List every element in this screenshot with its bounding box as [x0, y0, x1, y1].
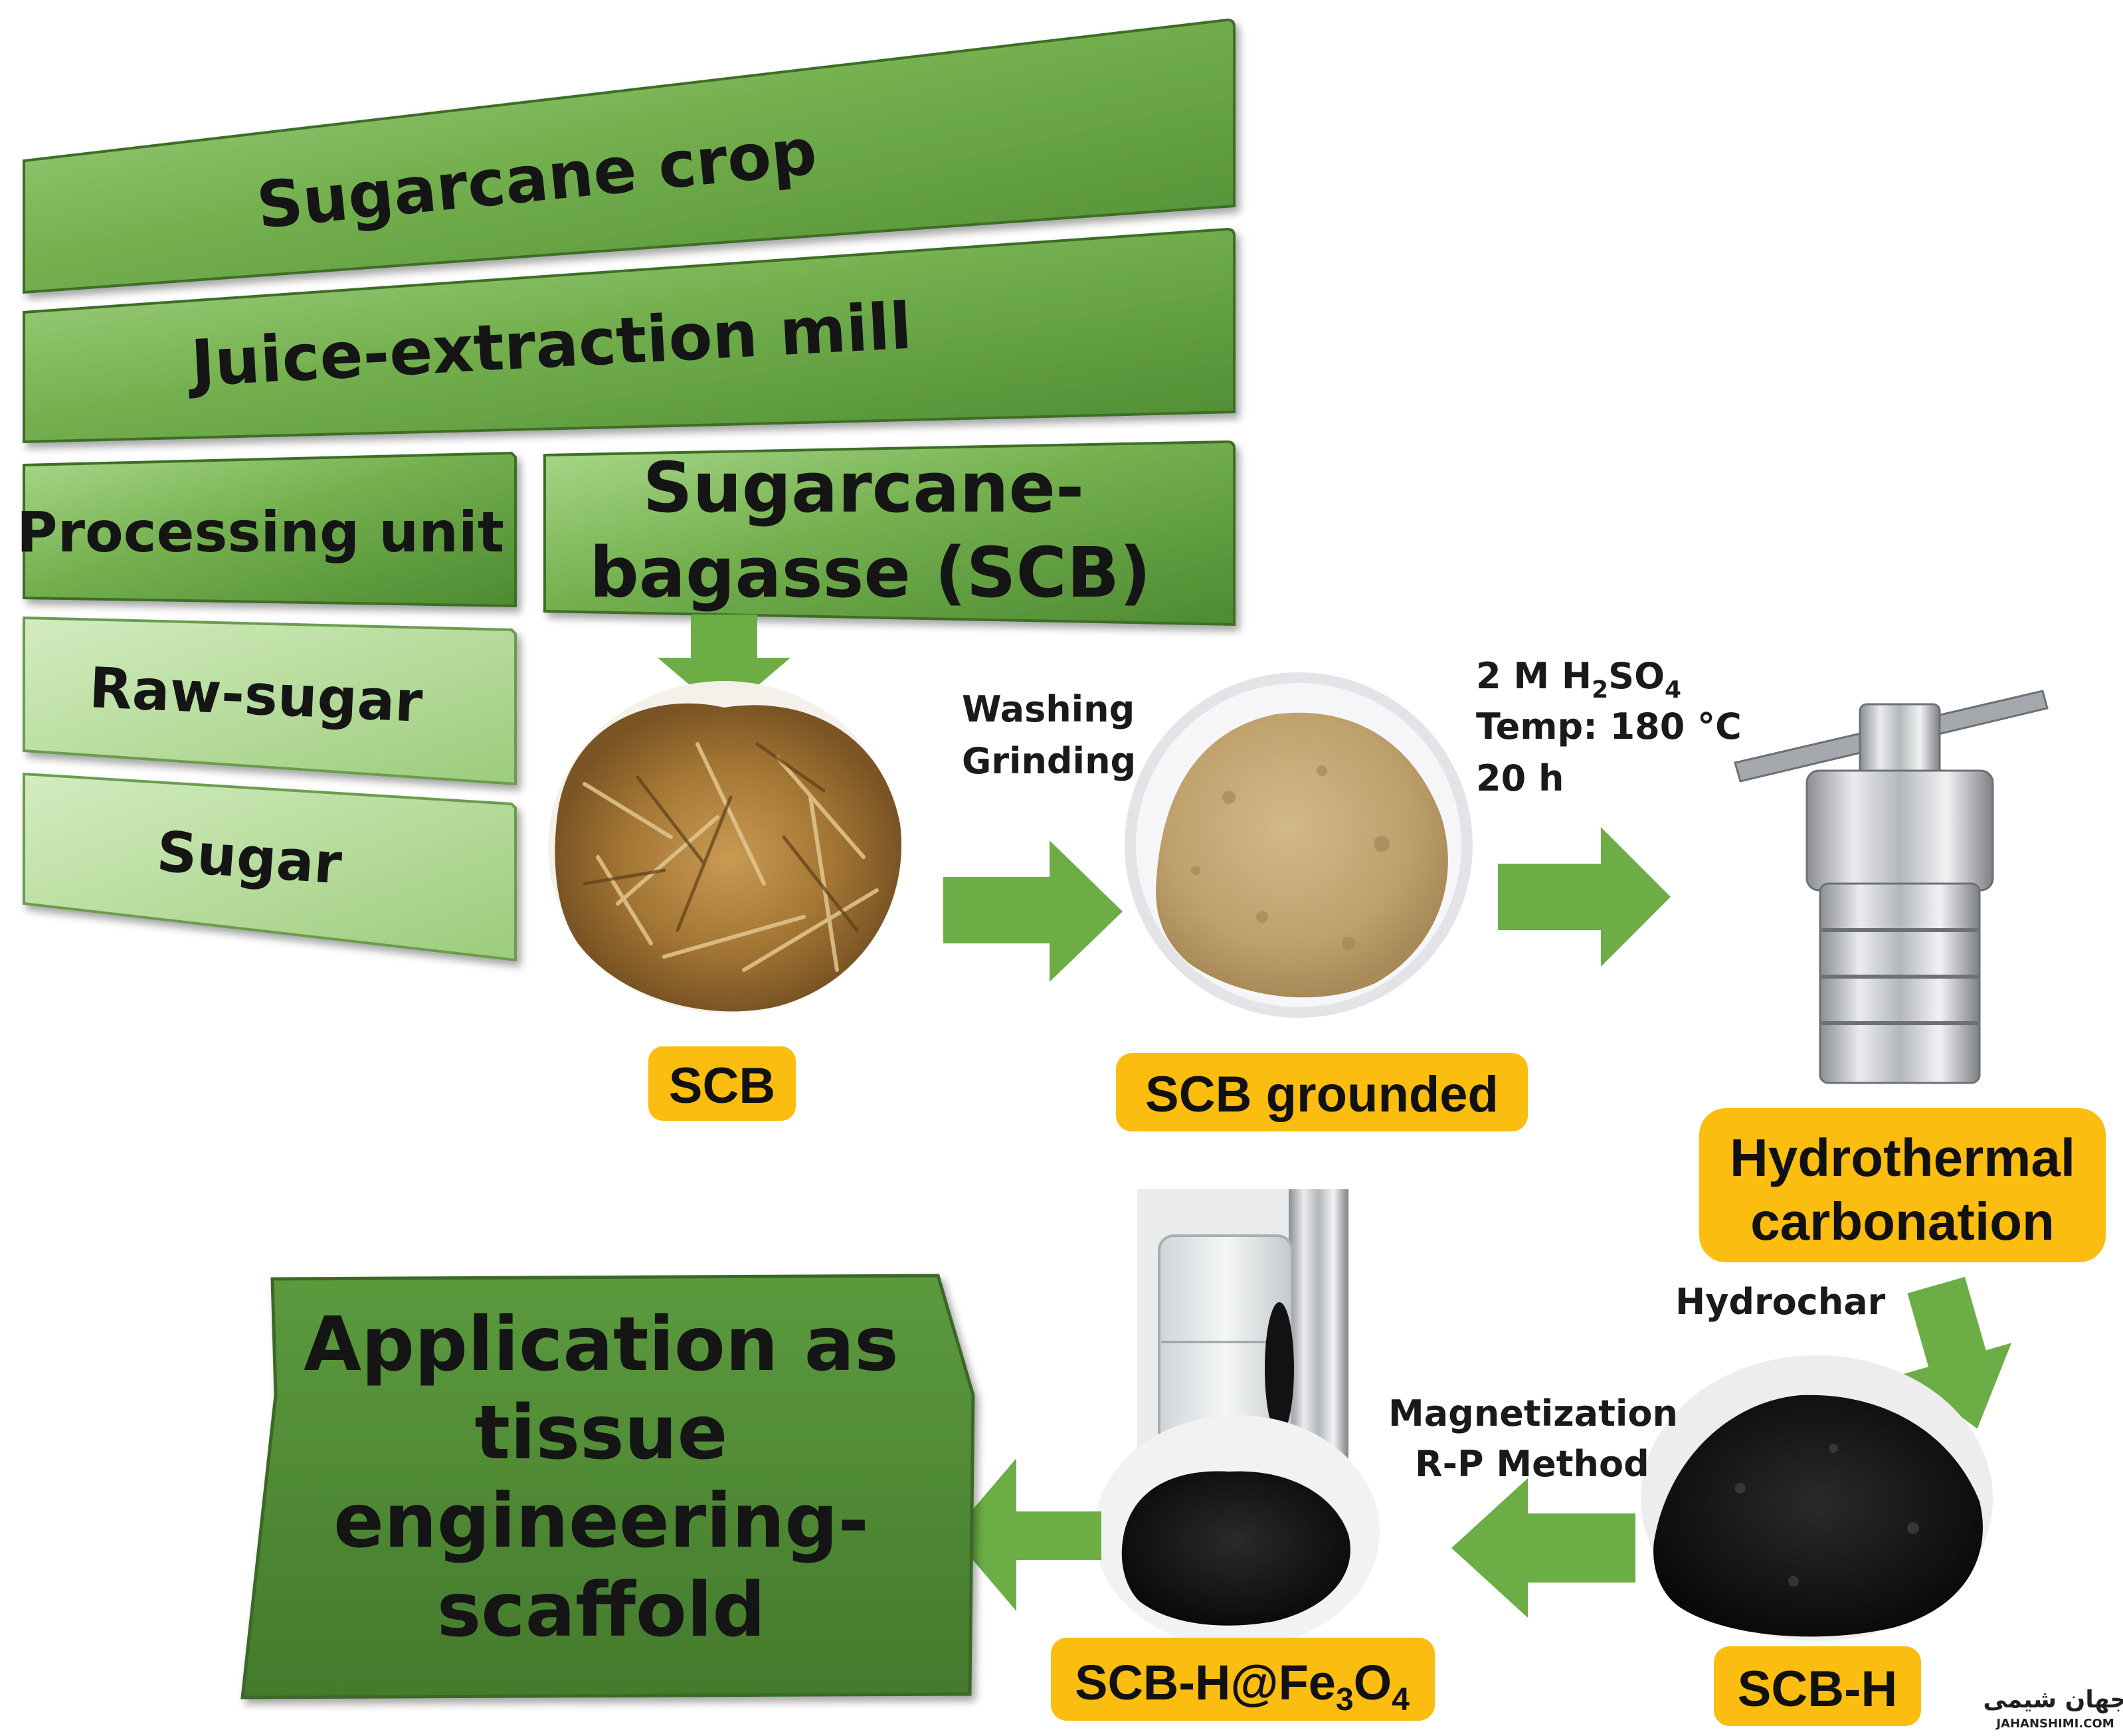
- bar-sugarcane-crop: [23, 18, 1236, 294]
- application-line2: tissue: [475, 1390, 728, 1476]
- bar-text-sugar: Sugar: [155, 819, 344, 896]
- step-rp-method: R-P Method: [1415, 1443, 1649, 1485]
- step-temp: Temp: 180 °C: [1476, 706, 1742, 747]
- arrow-to-autoclave: [1498, 827, 1671, 967]
- watermark-bottom: JAHANSHIMI.COM: [1995, 1717, 2114, 1731]
- application-line1: Application as: [304, 1302, 899, 1388]
- step-magnetization: Magnetization: [1388, 1393, 1678, 1434]
- bar-text-processing-unit: Processing unit: [17, 500, 504, 565]
- scb-h-fe3o4-powder-image: [1094, 1415, 1380, 1648]
- arrow-down-to-scb: [658, 615, 790, 714]
- watermark-logo: جهان شیمی JAHANSHIMI.COM: [1983, 1686, 2123, 1731]
- bar-text-scb-line2: bagasse (SCB): [589, 532, 1151, 613]
- step-acid: 2 M H2SO4: [1476, 655, 1681, 704]
- autoclave-image: [1734, 690, 2049, 1084]
- label-htc-line2: carbonation: [1750, 1192, 2055, 1251]
- label-htc-line1: Hydrothermal: [1730, 1128, 2075, 1187]
- label-scb-h: SCB-H: [1738, 1661, 1898, 1717]
- label-scb-box: [648, 1046, 796, 1121]
- label-scb-grounded: SCB grounded: [1145, 1066, 1499, 1123]
- scb-bagasse-image: [548, 681, 902, 1013]
- label-scb-h-box: [1714, 1646, 1921, 1726]
- bar-sugar: [23, 772, 517, 962]
- label-fe3o4-box: [1051, 1638, 1435, 1721]
- step-grinding: Grinding: [962, 740, 1136, 782]
- application-line4: scaffold: [437, 1567, 766, 1654]
- scb-h-image: [1641, 1355, 1993, 1641]
- bar-juice-extraction-mill: [23, 227, 1236, 444]
- label-htc-box: [1699, 1108, 2106, 1262]
- watermark-top: جهان شیمی: [1983, 1686, 2123, 1713]
- scb-grounded-image: [1125, 672, 1473, 1018]
- bar-raw-sugar: [23, 616, 517, 786]
- application-line3: engineering-: [333, 1478, 869, 1565]
- bar-text-raw-sugar: Raw-sugar: [88, 655, 424, 735]
- step-hydrochar: Hydrochar: [1675, 1281, 1886, 1323]
- application-box: [240, 1274, 975, 1699]
- label-fe3o4: SCB-H@Fe3O4: [1075, 1655, 1410, 1717]
- arrow-to-application: [951, 1458, 1101, 1611]
- bar-text-scb-line1: Sugarcane-: [643, 447, 1084, 528]
- label-scb-grounded-box: [1116, 1053, 1528, 1131]
- step-time: 20 h: [1476, 757, 1564, 799]
- bar-sugarcane-bagasse: [543, 440, 1236, 627]
- label-scb: SCB: [669, 1058, 775, 1114]
- bar-processing-unit: [23, 451, 517, 608]
- arrow-to-magnetic: [1451, 1478, 1635, 1618]
- step-washing: Washing: [962, 688, 1135, 730]
- arrow-to-grounded: [943, 840, 1123, 982]
